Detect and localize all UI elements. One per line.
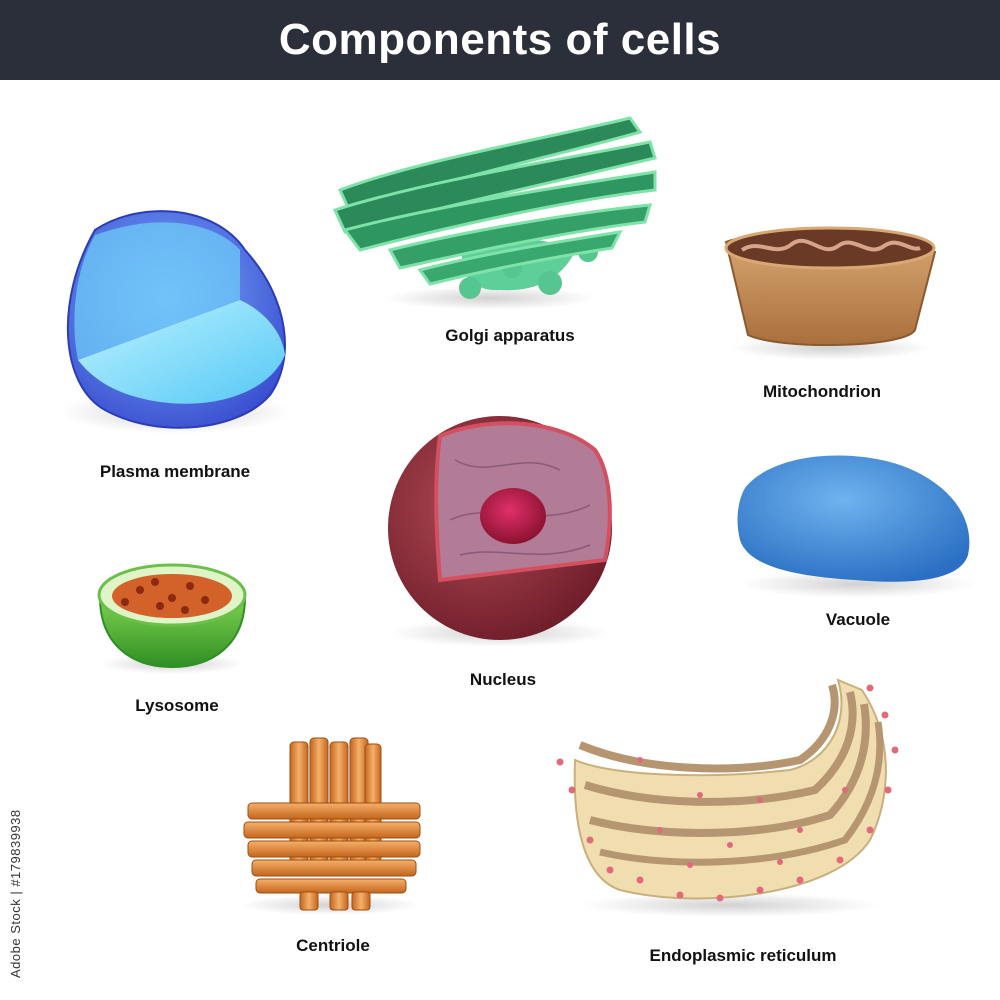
- endoplasmic-reticulum-label: Endoplasmic reticulum: [649, 946, 837, 965]
- nucleus-icon: [388, 416, 612, 647]
- lysosome-label: Lysosome: [135, 696, 219, 715]
- plasma-membrane-label: Plasma membrane: [99, 462, 251, 481]
- nucleus-label: Nucleus: [469, 670, 537, 689]
- lysosome-icon: [97, 563, 247, 674]
- stock-watermark: Adobe Stock | #179839938: [8, 809, 23, 978]
- mitochondrion-icon: [724, 226, 937, 360]
- mitochondrion-label: Mitochondrion: [762, 382, 882, 401]
- golgi-apparatus-label: Golgi apparatus: [445, 326, 575, 345]
- header-bar: Components of cells: [0, 0, 1000, 80]
- page-title: Components of cells: [278, 15, 722, 64]
- endoplasmic-reticulum-icon: [556, 678, 899, 917]
- vacuole-label: Vacuole: [825, 610, 891, 629]
- golgi-apparatus-icon: [332, 116, 657, 310]
- centriole-icon: [240, 737, 421, 915]
- vacuole-icon: [737, 455, 976, 598]
- centriole-label: Centriole: [296, 936, 370, 955]
- plasma-membrane-icon: [60, 210, 290, 434]
